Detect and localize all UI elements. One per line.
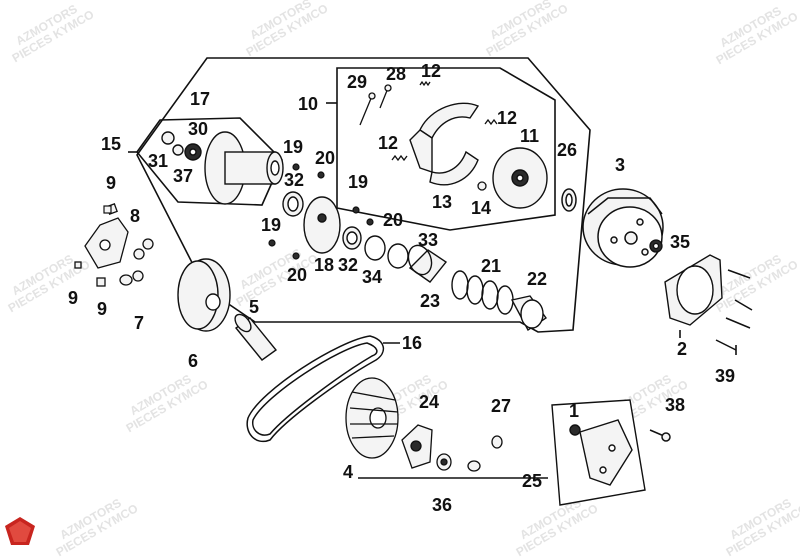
clutch-pin	[477, 181, 487, 191]
callout-28: 28	[386, 64, 407, 84]
clutch-outer	[582, 188, 664, 268]
torque-sleeve	[407, 244, 448, 283]
drive-nut	[436, 453, 452, 471]
callout-39: 39	[715, 366, 736, 386]
movable-drive-face	[177, 258, 231, 332]
callout-34: 34	[362, 267, 383, 287]
callout-33: 33	[418, 230, 439, 250]
callout-2: 2	[677, 339, 688, 359]
slider-pieces	[103, 205, 112, 214]
washer-nut	[467, 435, 503, 472]
callout-9a: 9	[106, 173, 117, 193]
callout-5: 5	[249, 297, 260, 317]
drive-hub-plate	[401, 424, 433, 469]
callout-35: 35	[670, 232, 691, 252]
callout-21: 21	[481, 256, 502, 276]
screws-28-29	[359, 84, 392, 126]
callout-7: 7	[134, 313, 145, 333]
callout-36: 36	[432, 495, 453, 515]
bearing-retainer-box	[551, 399, 646, 506]
callout-6: 6	[188, 351, 199, 371]
callout-20b: 20	[383, 210, 404, 230]
ramp-plate	[74, 203, 154, 287]
callout-24: 24	[419, 392, 440, 412]
driven-pulley-shaft	[161, 131, 284, 205]
callout-3: 3	[615, 155, 626, 175]
driven-face	[303, 196, 341, 254]
callout-26: 26	[557, 140, 578, 160]
callout-19a: 19	[283, 137, 304, 157]
callout-16: 16	[402, 333, 423, 353]
callout-12c: 12	[378, 133, 399, 153]
callout-29: 29	[347, 72, 368, 92]
callout-11: 11	[520, 126, 540, 146]
callout-12a: 12	[421, 61, 442, 81]
assembly-outline-main	[136, 57, 591, 333]
callout-32a: 32	[284, 170, 305, 190]
callout-27: 27	[491, 396, 512, 416]
drive-face-collar	[234, 313, 278, 361]
azmotors-logo	[5, 517, 35, 545]
callout-12b: 12	[497, 108, 518, 128]
cover-gasket	[664, 254, 723, 326]
spacer-rings	[282, 191, 409, 269]
callout-18: 18	[314, 255, 335, 275]
clutch-springs	[391, 80, 498, 162]
callout-19c: 19	[261, 215, 282, 235]
clutch-drive-plate	[492, 147, 548, 209]
callout-4: 4	[343, 462, 354, 482]
drive-belt	[246, 335, 385, 443]
callout-25: 25	[522, 471, 543, 491]
callout-19b: 19	[348, 172, 369, 192]
bearing-ring	[561, 188, 577, 212]
callout-23: 23	[420, 291, 441, 311]
callout-13: 13	[432, 192, 453, 212]
callout-9b: 9	[68, 288, 79, 308]
callout-20a: 20	[315, 148, 336, 168]
callout-38: 38	[665, 395, 686, 415]
callout-17: 17	[190, 89, 211, 109]
callout-20c: 20	[287, 265, 308, 285]
callout-31: 31	[148, 151, 169, 171]
callout-8: 8	[130, 206, 141, 226]
callout-22: 22	[527, 269, 548, 289]
fixed-drive-face	[345, 377, 399, 459]
bolt-38	[649, 429, 671, 442]
callout-1: 1	[569, 401, 580, 421]
callout-14: 14	[471, 198, 492, 218]
driven-spring	[451, 270, 514, 315]
callout-37: 37	[173, 166, 194, 186]
callout-15: 15	[101, 134, 122, 154]
spring-cup	[510, 295, 547, 332]
small-pins	[268, 163, 374, 260]
cover-studs	[715, 269, 753, 351]
callout-30: 30	[188, 119, 209, 139]
clutch-shoes	[409, 102, 480, 186]
clutch-nut	[649, 239, 663, 253]
callout-32b: 32	[338, 255, 359, 275]
callout-10: 10	[298, 94, 319, 114]
callout-9c: 9	[97, 299, 108, 319]
